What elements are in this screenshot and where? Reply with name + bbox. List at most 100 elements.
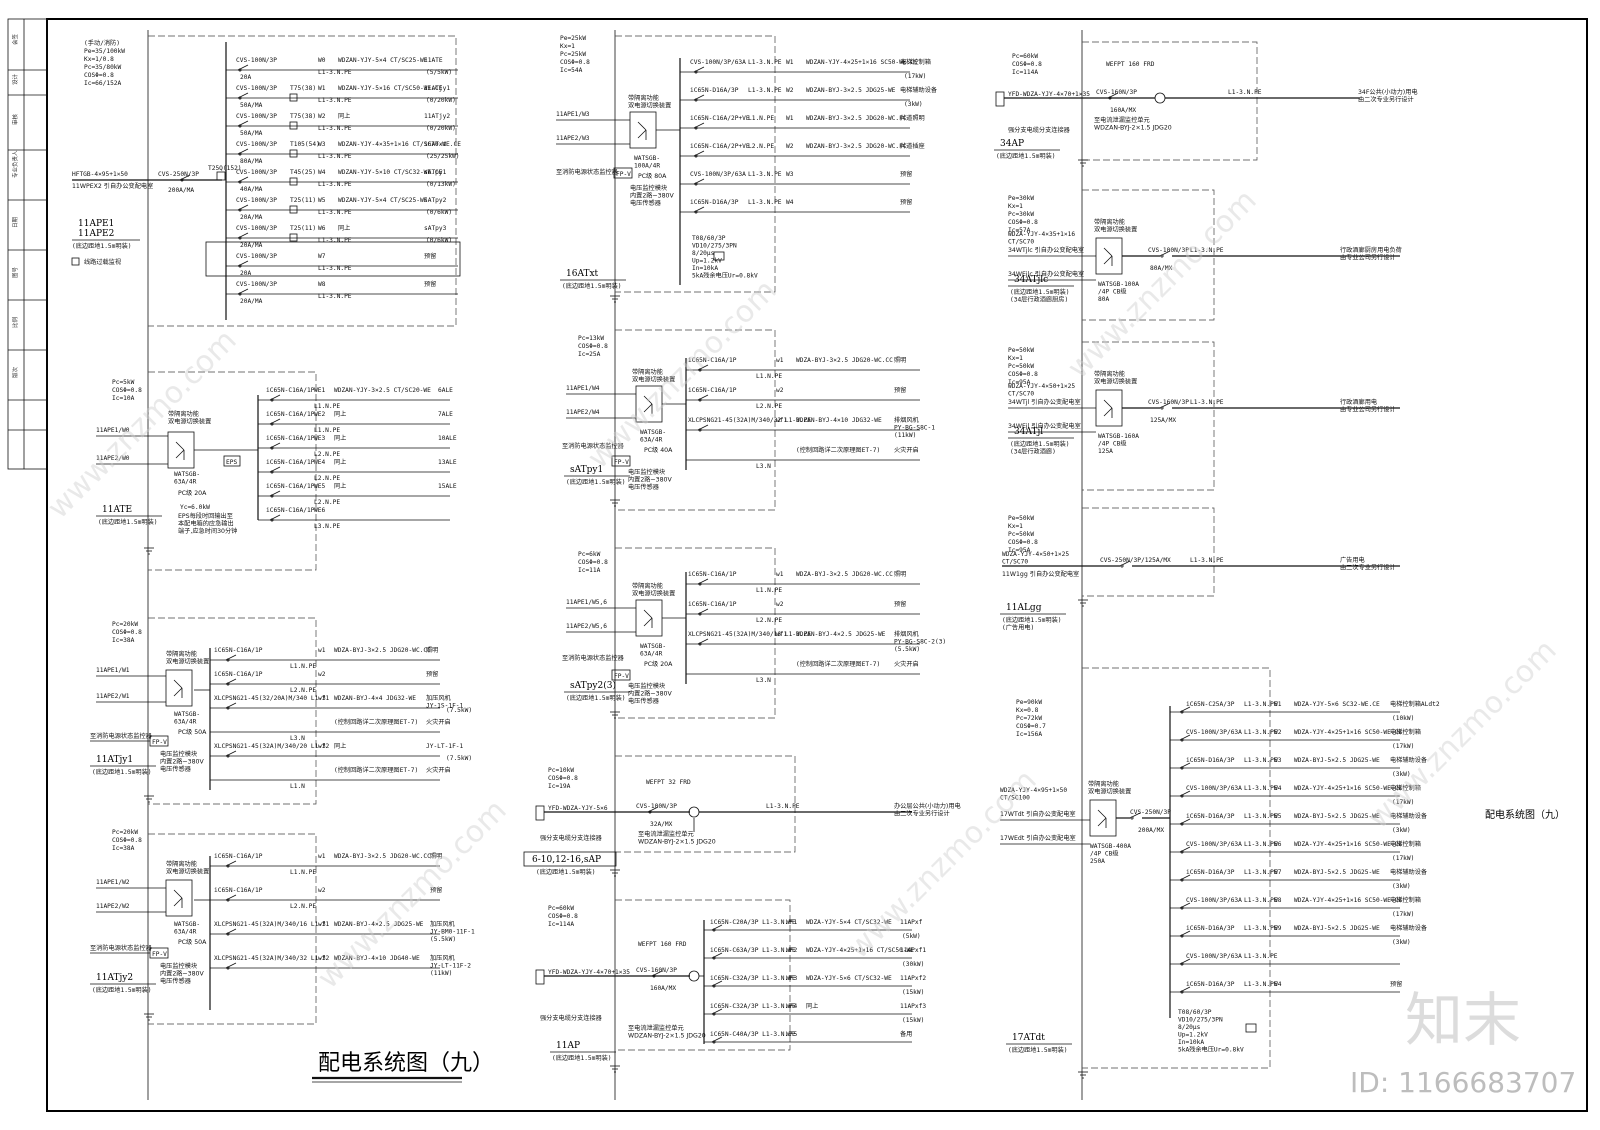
breaker-contact [1160, 254, 1164, 258]
circuit-cable: WDZA-BYJ-5×2.5 JDG25-WE [1294, 869, 1380, 876]
incoming-feeder-1: 11APE1/W3 [556, 111, 590, 118]
fpv-label: FP-V [614, 673, 629, 680]
voltage-module-line: 电压传感器 [160, 977, 192, 985]
feeder-cable-line: WDZA-YJY-4×95+1×50 [1000, 787, 1067, 794]
feeder-cable-line: WDZA-YJY-4×50+1×25 [1002, 551, 1069, 558]
circuit-power: (0/13kW) [426, 181, 456, 188]
circuit-phase: L1-3.N.PE [1190, 557, 1224, 564]
circuit-breaker: CVS-160N/3P [1096, 89, 1137, 96]
leakage-module-line: 至电流泄漏监控单元 [638, 830, 694, 838]
circuit-cable: WDZA-YJY-5×6 CT/SC32-WE [806, 975, 892, 982]
load-param: COSΦ=0.8 [112, 387, 142, 394]
circuit-load: 电梯辅助设备 [1390, 924, 1428, 932]
circuit-breaker: CVS-100N/3P/63A [1186, 953, 1242, 960]
switch-model-line: WATSGB- [640, 429, 666, 436]
title-block-item: 审核 [11, 113, 19, 125]
load-param: Pc=5kW [112, 379, 135, 386]
panel-enclosure-sATpy2 [614, 547, 776, 719]
panel-note: (底边距地1.5m明装) [1008, 1046, 1067, 1054]
circuit-breaker: iC65N-C20A/3P L1-3.N.PE [710, 919, 796, 926]
circuit-breaker: CVS-100N/3P [236, 253, 277, 260]
circuit-phase: L1-3.N.PE [748, 87, 782, 94]
circuit-power: (30kW) [902, 961, 924, 968]
circuit-load-line: 加压风机 [426, 694, 452, 702]
switch-model-line: WATSGB- [174, 711, 200, 718]
circuit-number: WE4 [314, 459, 325, 466]
switch-model-line: WATSGB- [640, 643, 666, 650]
switch-title-line: 双电源切换装置 [1094, 378, 1137, 386]
surge-protector [713, 251, 725, 261]
incoming-feeder-1: 17WTdt 引自办公变配电室 [1000, 810, 1076, 818]
circuit-breaker: CVS-100N/3P [236, 169, 277, 176]
circuit-cable: WDZA-BYJ-3×2.5 JDG20-WC.CC [796, 357, 893, 364]
circuit-cable: WDZA-BYJ-3×2.5 JDG20-WC.CC [796, 571, 893, 578]
panel-name: 11ATjy1 [96, 755, 133, 765]
voltage-module-line: 内置2路~380V [160, 758, 204, 766]
circuit-load: 火灾开启 [894, 446, 919, 454]
circuit-phase: L1-3.N.PE [318, 125, 352, 132]
voltage-module-line: 内置2路~380V [628, 690, 672, 698]
circuit-number: W4 [1274, 785, 1282, 792]
load-param: Kx=0.8 [1016, 707, 1039, 714]
circuit-load: 15ALE [438, 483, 457, 490]
panel-enclosure-sAP [614, 755, 796, 853]
circuit-breaker: CVS-100N/3P [236, 225, 277, 232]
circuit-load-line: 加压风机 [430, 954, 456, 962]
load-param: COSΦ=0.8 [112, 629, 142, 636]
circuit-phase: L1-3.N.PE [318, 153, 352, 160]
circuit-cable: WDZAN-BYJ-4×4 JDG32-WE [334, 695, 416, 702]
circuit-power: (0/6kW) [426, 237, 452, 244]
circuit-cable: WDZA-BYJ-5×2.5 JDG25-WE [1294, 813, 1380, 820]
circuit-breaker: iC65N-C16A/1P [266, 435, 315, 442]
circuit-load: 办公层公共(小动力)用电由二次专业另行设计 [894, 802, 961, 818]
circuit-phase: L1.N.PE [314, 427, 340, 434]
legend-box [71, 257, 80, 266]
circuit-cable: 同上 [334, 742, 346, 750]
circuit-load: 火灾开启 [426, 766, 451, 774]
fpv-box [613, 167, 633, 179]
feeder-cable-line: WDZA-YJY-4×50+1×25 [1008, 383, 1075, 390]
circuit-phase: L1.N.PE [290, 869, 316, 876]
switch-model-line: WATSGB- [174, 471, 200, 478]
panel-name-box [523, 851, 617, 867]
feeder-cable-line: CT/SC70 [1008, 239, 1034, 246]
voltage-module-line: 内置2路~380V [628, 476, 672, 484]
load-param: COSΦ=0.8 [548, 775, 578, 782]
voltage-module-line: 电压传感器 [630, 199, 662, 207]
ats-contact [643, 609, 653, 619]
load-param: Pc=25kW [560, 51, 586, 58]
circuit-number: WE2 [314, 411, 325, 418]
switch-model-line: 63A/4R [174, 929, 197, 936]
circuit-power: (17kW) [1392, 911, 1414, 918]
circuit-breaker: CVS-100N/3P [236, 141, 277, 148]
circuit-load: 电梯控制箱 [1390, 840, 1421, 848]
ct-label: T75(38) [290, 85, 316, 92]
panel-note: (底边距地1.5m明装) [552, 1054, 611, 1062]
circuit-breaker: CVS-160N/3P [1148, 399, 1189, 406]
circuit-load: sATpy3 [424, 225, 447, 232]
panel-enclosure-34AP [1081, 41, 1258, 161]
breaker-contact [226, 706, 230, 710]
incoming-feeder-2: 34WEjl 引自办公变配电室 [1008, 422, 1081, 430]
surge-protector [1245, 1023, 1257, 1033]
fire-monitor: 至消防电源状态监控器 [562, 442, 625, 450]
circuit-load: 备用 [900, 1030, 912, 1038]
circuit-phase: L3.N.PE [314, 523, 340, 530]
eps-note: EPS每段时回输出至本配电箱的应急输出端子,应急时间30分钟 [178, 512, 237, 535]
panel-note-line: (底边距地1.5m明装) [1010, 440, 1069, 448]
load-param: Ic=25A [578, 351, 601, 358]
title-block-item: 专业负责人 [11, 150, 19, 178]
circuit-phase: L1-3.N.PE [318, 265, 352, 272]
circuit-number: w2 [776, 387, 784, 394]
breaker-rating: 20A/MA [240, 214, 263, 221]
circuit-number: wf1 [776, 631, 787, 638]
circuit-power: (7.5kW) [446, 755, 472, 762]
circuit-cable: WDZAN-YJY-4×35+1×16 CT/SC70-WE.CE [338, 141, 461, 148]
circuit-number: w1 [776, 571, 784, 578]
circuit-number: W2 [786, 143, 794, 150]
ats-contact [1097, 817, 1107, 827]
